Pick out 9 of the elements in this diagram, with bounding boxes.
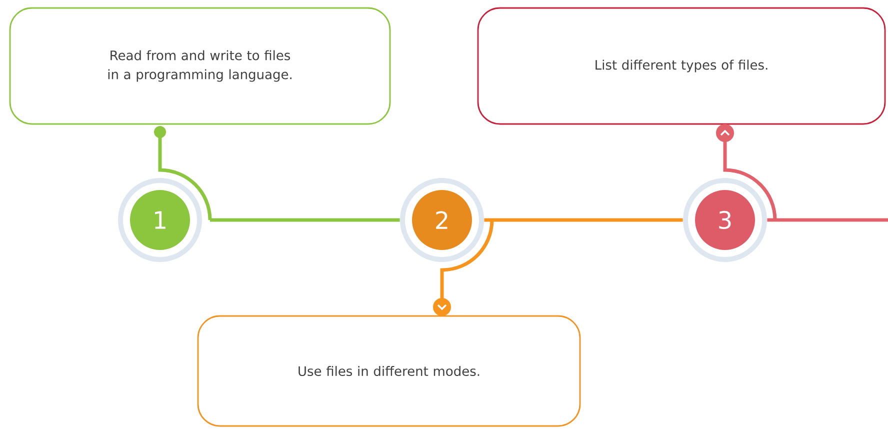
- connector-line: [767, 218, 888, 222]
- connector-line: [716, 124, 777, 220]
- text-box: Read from and write to files in a programming language.: [9, 7, 391, 125]
- text-box: List different types of files.: [477, 7, 886, 125]
- connector-line: [433, 220, 494, 316]
- connector-line: [484, 218, 683, 222]
- text-box: Use files in different modes.: [197, 315, 581, 427]
- connector-line: [210, 218, 400, 222]
- connector-line: [154, 126, 212, 220]
